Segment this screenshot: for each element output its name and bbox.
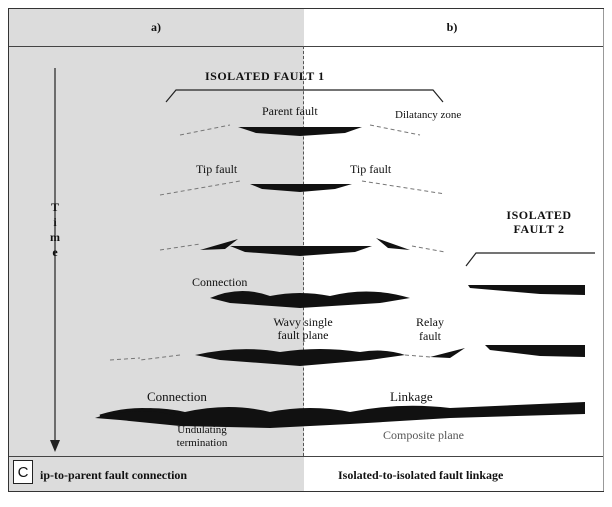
time-letter: m <box>50 230 60 244</box>
fault-stage-5 <box>109 345 585 366</box>
time-letter: T <box>50 200 59 214</box>
column-a-header: a) <box>151 20 161 34</box>
label-isolated-fault-2-line1: ISOLATED <box>506 208 572 222</box>
time-axis-label: T i m e <box>48 200 62 260</box>
label-wavy-single-line1: Wavy single <box>273 315 333 329</box>
label-tip-fault-right: Tip fault <box>350 162 392 176</box>
label-tip-fault-left: Tip fault <box>196 162 238 176</box>
footer-divider <box>9 456 603 457</box>
label-parent-fault: Parent fault <box>262 104 318 118</box>
label-isolated-fault-2-line2: FAULT 2 <box>513 222 565 236</box>
panel-letter-box: C <box>13 460 33 484</box>
fault-stage-6 <box>95 402 585 428</box>
fault-stage-4 <box>210 285 585 308</box>
label-connection-lower: Connection <box>147 389 207 404</box>
footer-left-caption: ip-to-parent fault connection <box>40 468 188 482</box>
time-letter: i <box>53 215 57 229</box>
label-composite-plane: Composite plane <box>383 428 464 442</box>
label-linkage: Linkage <box>390 389 433 404</box>
label-dilatancy-zone: Dilatancy zone <box>395 109 462 121</box>
label-undulating-line1: Undulating <box>177 424 227 436</box>
label-undulating-line2: termination <box>176 437 228 449</box>
isolated-fault-2-bracket <box>465 252 595 267</box>
column-b-header: b) <box>446 20 458 34</box>
time-arrow-head <box>50 440 60 452</box>
header-divider <box>9 46 603 47</box>
label-relay-line1: Relay <box>416 315 444 329</box>
time-letter: e <box>52 245 58 259</box>
label-wavy-single-line2: fault plane <box>277 328 329 342</box>
footer-right-caption: Isolated-to-isolated fault linkage <box>338 468 504 482</box>
label-connection-upper: Connection <box>192 275 248 289</box>
fault-stage-1 <box>179 124 421 136</box>
fault-stage-3 <box>159 238 446 256</box>
label-isolated-fault-1: ISOLATED FAULT 1 <box>205 69 325 83</box>
right-edge-strip <box>603 9 610 491</box>
fault-stage-2 <box>159 180 446 196</box>
label-relay-line2: fault <box>419 329 441 343</box>
isolated-fault-1-bracket <box>165 89 444 103</box>
